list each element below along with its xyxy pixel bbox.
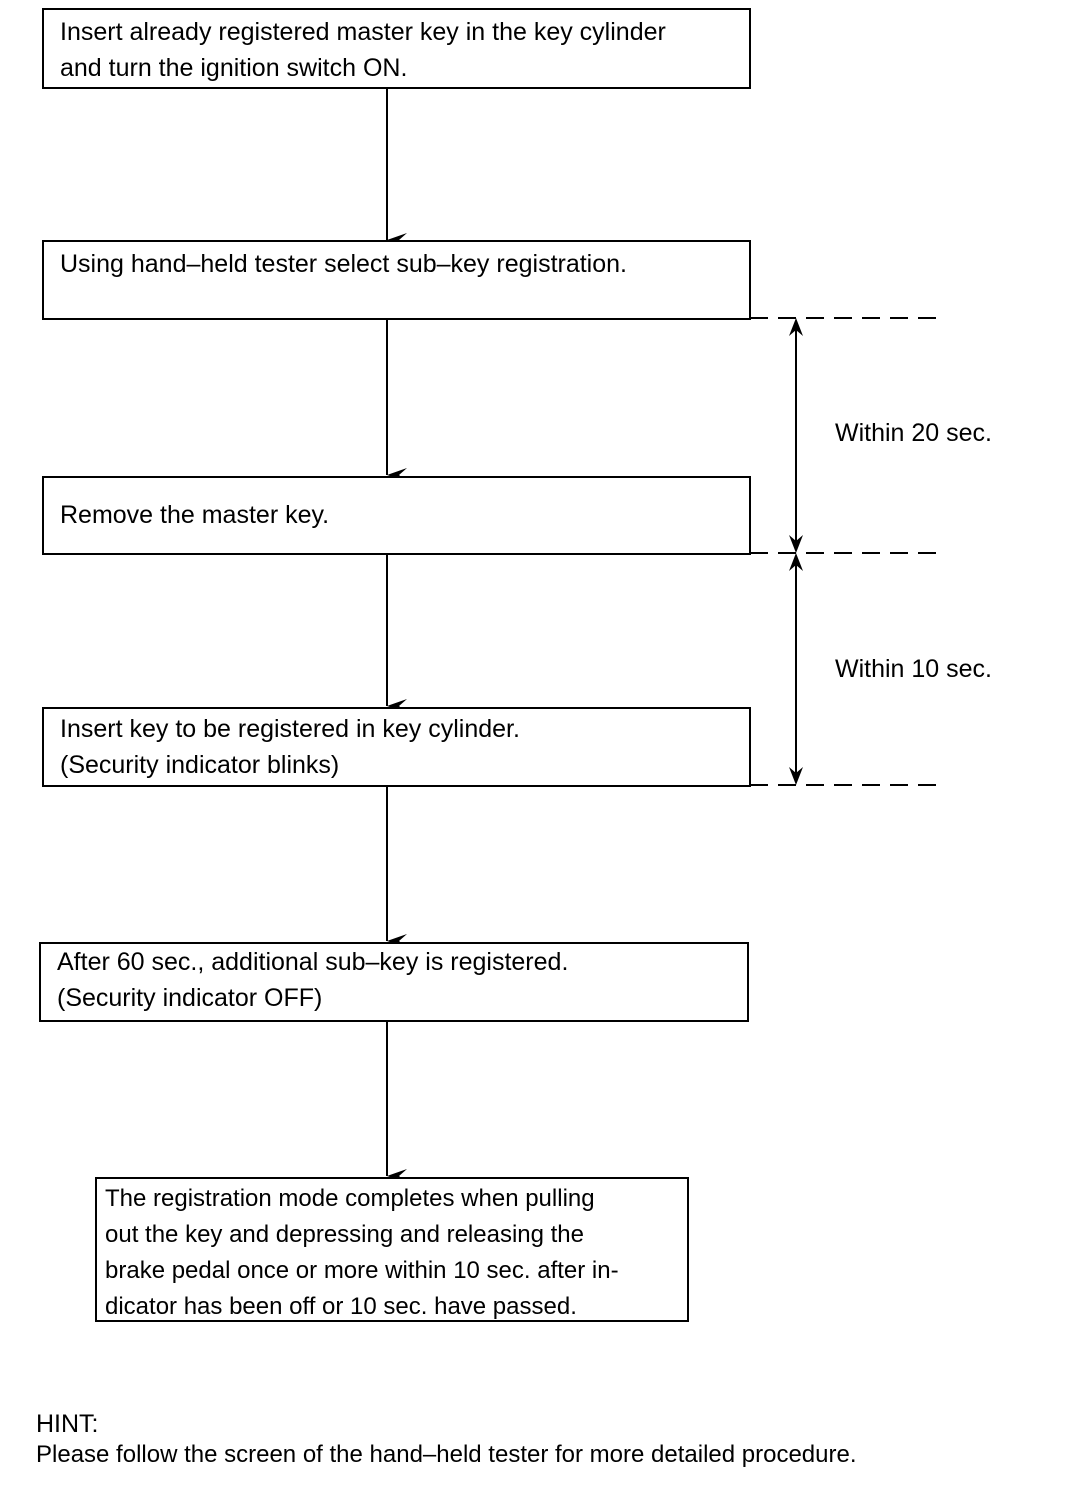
step-text: Remove the master key. (60, 501, 330, 529)
step-box-insert-key-to-register: Insert key to be registered in key cylin… (42, 707, 751, 787)
timing-arrow-20-sec (789, 318, 803, 553)
step-box-select-sub-key-registration: Using hand–held tester select sub–key re… (42, 240, 751, 320)
step-box-remove-master-key: Remove the master key. (42, 476, 751, 555)
step-text: (Security indicator blinks) (60, 751, 340, 779)
step-text: Insert already registered master key in … (60, 18, 666, 46)
step-text: Insert key to be registered in key cylin… (60, 715, 520, 743)
step-text: brake pedal once or more within 10 sec. … (105, 1257, 619, 1284)
step-text: The registration mode completes when pul… (105, 1185, 595, 1212)
hint-text: Please follow the screen of the hand–hel… (36, 1441, 857, 1468)
timing-label-10-sec: Within 10 sec. (835, 655, 993, 683)
hint-title: HINT: (36, 1410, 99, 1438)
timing-label-20-sec: Within 20 sec. (835, 419, 993, 447)
timing-arrow-10-sec (789, 553, 803, 785)
step-text: Using hand–held tester select sub–key re… (60, 250, 627, 278)
step-text: dicator has been off or 10 sec. have pas… (105, 1293, 577, 1320)
step-box-registration-complete: The registration mode completes when pul… (95, 1177, 689, 1322)
step-text: and turn the ignition switch ON. (60, 54, 408, 82)
step-box-insert-master-key: Insert already registered master key in … (42, 8, 751, 89)
step-text: After 60 sec., additional sub–key is reg… (57, 948, 569, 976)
step-text: (Security indicator OFF) (57, 984, 323, 1012)
step-box-sub-key-registered: After 60 sec., additional sub–key is reg… (39, 942, 749, 1022)
step-text: out the key and depressing and releasing… (105, 1221, 585, 1248)
